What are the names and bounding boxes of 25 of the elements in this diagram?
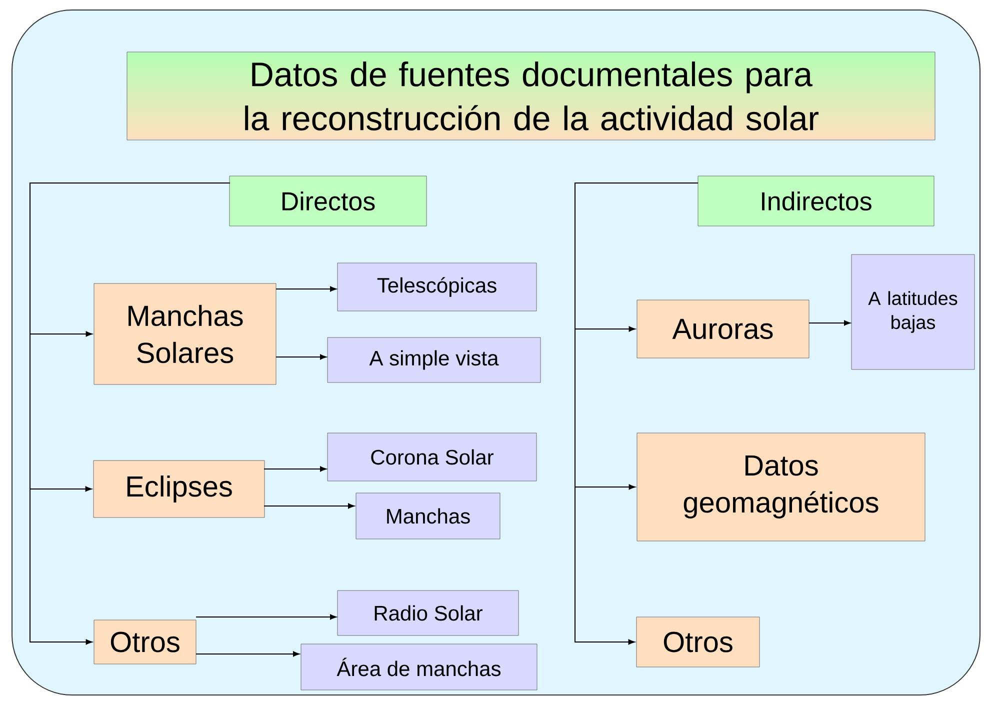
arrow <box>574 182 698 645</box>
arrow <box>196 651 300 657</box>
arrow <box>276 286 336 292</box>
category-box: Directos <box>229 176 427 226</box>
subsource-box: Área de manchas <box>300 644 538 690</box>
subsource-box: Corona Solar <box>327 432 537 482</box>
source-box: Eclipses <box>93 460 265 518</box>
source-box: Auroras <box>636 300 810 358</box>
arrow <box>30 182 230 645</box>
subsource-box: A simple vista <box>327 337 541 383</box>
source-box: Manchas Solares <box>94 283 276 385</box>
arrow <box>264 466 326 472</box>
subsource-box: Manchas <box>356 492 500 540</box>
subsource-box: Radio Solar <box>337 590 519 636</box>
title-box: Datos de fuentes documentales para la reconstrucción de la actividad solar <box>126 52 936 140</box>
arrow <box>808 320 850 326</box>
arrow <box>276 354 326 360</box>
subsource-box: Telescópicas <box>337 262 537 312</box>
source-box: Otros <box>636 616 760 668</box>
source-box: Otros <box>94 620 196 664</box>
category-box: Indirectos <box>698 176 934 226</box>
arrow <box>196 614 336 620</box>
source-box: Datos geomagnéticos <box>636 432 926 542</box>
arrow <box>264 503 354 509</box>
subsource-box: A latitudes bajas <box>851 254 975 370</box>
